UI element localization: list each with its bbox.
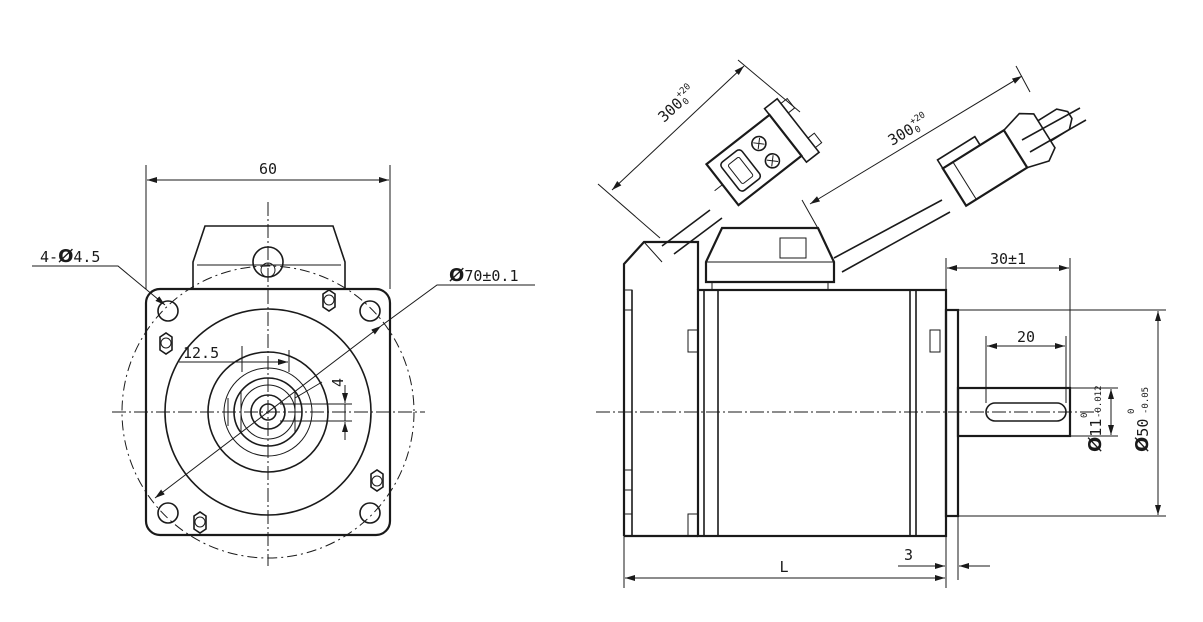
dim-cable2-tol-lower: 0 [913, 125, 923, 136]
mount-hole-tl [157, 300, 179, 322]
holes-callout: 4-Ø4.5 [40, 246, 100, 267]
mount-hole-tr [359, 300, 381, 322]
dim-3-label: 3 [904, 546, 913, 564]
dim-4-label: 4 [329, 378, 347, 387]
side-view: 30±1 20 Ø11 0 -0.012 Ø50 0 -0.05 [596, 59, 1166, 588]
holes-leader [32, 265, 166, 306]
svg-text:Ø50: Ø50 [1132, 419, 1153, 452]
pcd-tolerance: ±0.1 [482, 267, 518, 285]
encoder-cable [661, 209, 723, 255]
encoder-cap-ribs [624, 289, 633, 515]
dim-12-5-label: 12.5 [183, 344, 219, 362]
hex-screw-1 [159, 332, 173, 355]
pcd-leader [380, 284, 535, 327]
ext-line-cable1-a [597, 183, 661, 239]
body-tab-1 [687, 329, 699, 353]
dim-4-leader [294, 381, 323, 399]
power-plug [936, 108, 1073, 208]
dim-60-label: 60 [259, 160, 277, 178]
mount-hole-bl [157, 502, 179, 524]
shaft-keyway [985, 402, 1067, 422]
dim-11-value: 11 [1087, 419, 1105, 437]
dim-cable1-line [611, 65, 745, 191]
dim-50-tol-upper: 0 [1127, 409, 1137, 414]
dim-50-value: 50 [1134, 419, 1152, 437]
holes-dia-symbol: Ø [58, 246, 73, 267]
front-view: 60 4-Ø4.5 Ø70±0.1 12.5 4 [32, 160, 535, 566]
encoder-cap-chamfer [643, 241, 663, 263]
pcd-callout: Ø70±0.1 [449, 265, 519, 286]
dim-cable2-line [809, 75, 1023, 205]
pcd-symbol: Ø [449, 265, 464, 286]
power-cable [833, 199, 951, 273]
dim-50-symbol: Ø [1132, 437, 1153, 452]
square-flange [144, 287, 392, 537]
dim-11-tol-lower: -0.012 [1094, 385, 1104, 418]
pcd-value: 70 [464, 267, 482, 285]
connector-housing [192, 225, 346, 289]
dim-20-label: 20 [1017, 328, 1035, 346]
ext-line-cable2-b [1015, 65, 1031, 93]
hex-screw-4 [193, 511, 207, 534]
dim-30-callout: 30±1 [990, 250, 1026, 268]
mount-hole-br [359, 502, 381, 524]
dim-cable1-tol-lower: 0 [681, 97, 692, 108]
pitch-circle [121, 265, 415, 559]
dim-50-callout: Ø50 0 -0.05 [1127, 387, 1153, 452]
dim-L-label: L [779, 558, 788, 576]
dim-30-tolerance: ±1 [1008, 250, 1026, 268]
body-tab-2 [687, 513, 699, 537]
housing-window [779, 237, 807, 259]
motor-body [696, 288, 948, 538]
encoder-cap [622, 240, 700, 538]
dim-11-callout: Ø11 0 -0.012 [1080, 385, 1106, 452]
spigot-flange [944, 308, 960, 518]
side-connector-housing [704, 226, 836, 284]
dim-11-symbol: Ø [1085, 437, 1106, 452]
holes-prefix: 4- [40, 248, 58, 266]
pcd-dim-line [154, 325, 382, 499]
hex-screw-3 [370, 469, 384, 492]
body-tab-3 [929, 329, 941, 353]
housing-hole [260, 262, 276, 278]
dim-11-tol-upper: 0 [1080, 413, 1090, 418]
svg-text:Ø11: Ø11 [1085, 419, 1106, 452]
ext-line-cable1-b [737, 59, 801, 113]
dim-30-value: 30 [990, 250, 1008, 268]
holes-dia-label: 4.5 [73, 248, 100, 266]
ext-line-cable2-a [801, 199, 821, 233]
dim-cable1-callout: 300 +20 0 [654, 82, 693, 126]
hex-screw-2 [322, 289, 336, 312]
dim-50-tol-lower: -0.05 [1141, 387, 1151, 414]
db-connector [704, 97, 823, 207]
output-shaft [956, 386, 1072, 438]
power-cable-exit [1021, 107, 1087, 153]
